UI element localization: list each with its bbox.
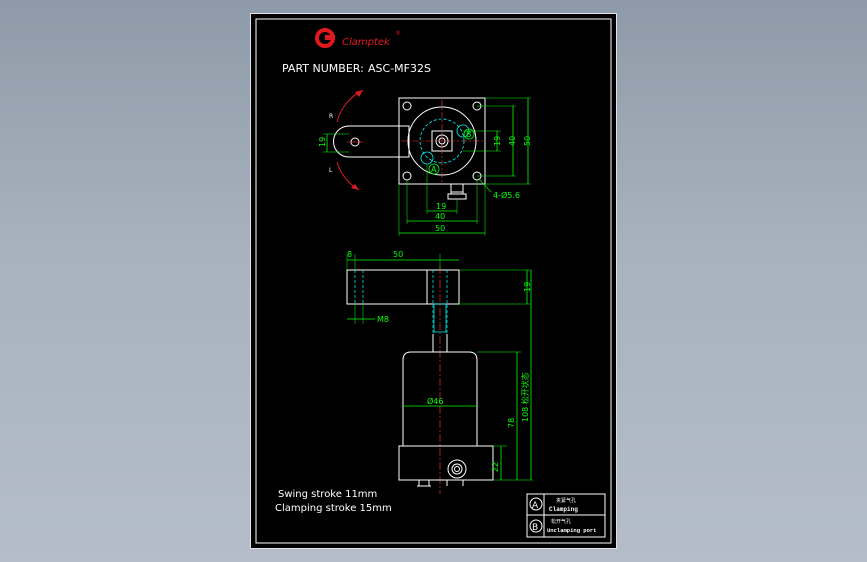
port-a-label: A	[431, 165, 437, 174]
inner-frame	[255, 18, 612, 544]
port-b-label: B	[466, 130, 472, 139]
legend-a-symbol: A	[532, 501, 539, 511]
hole-callout: 4-Ø5.6	[493, 190, 520, 200]
drawing-sheet: Clamptek ® PART NUMBER: ASC-MF32S R L	[250, 13, 617, 549]
legend-a-text: Clamping	[549, 506, 578, 513]
dim-19-side: 19	[523, 282, 532, 292]
clamptek-logo: Clamptek ®	[315, 28, 401, 48]
clamping-stroke-note: Clamping stroke 15mm	[275, 503, 392, 514]
dim-19-left: 19	[318, 137, 327, 147]
dim-50-bottom: 50	[435, 224, 445, 233]
legend-b-text: Unclamping port	[547, 527, 597, 534]
swing-stroke-note: Swing stroke 11mm	[278, 489, 377, 500]
rotation-left-label: L	[329, 167, 333, 174]
part-number-label: PART NUMBER:	[282, 62, 364, 75]
dim-19-right: 19	[493, 136, 502, 146]
dim-22: 22	[491, 462, 500, 472]
part-number-value: ASC-MF32S	[368, 62, 431, 75]
logo-text: Clamptek	[342, 37, 391, 48]
dim-78: 78	[507, 418, 516, 428]
legend-b-symbol: B	[532, 523, 538, 533]
dim-19-bottom: 19	[436, 202, 446, 211]
dim-108: 108 松开状态	[520, 372, 530, 422]
port-legend: A 夹紧气孔 Clamping B 松开气孔 Unclamping port	[526, 493, 606, 538]
dim-46: Ø46	[427, 396, 443, 406]
dim-m8: M8	[377, 315, 389, 324]
dim-50-right: 50	[523, 136, 532, 146]
legend-b-title: 松开气孔	[551, 518, 571, 525]
dim-50: 50	[393, 250, 403, 259]
legend-a-title: 夹紧气孔	[556, 497, 576, 504]
rotation-right-label: R	[329, 113, 333, 120]
logo-registered-mark: ®	[395, 30, 401, 37]
side-view: 8 50 M8 19 Ø46 108 松开状态 78 22	[346, 250, 533, 494]
dim-8: 8	[347, 250, 352, 259]
top-view: R L A B 19	[318, 89, 532, 236]
dim-40-bottom: 40	[435, 212, 445, 221]
dim-40-right: 40	[508, 136, 517, 146]
